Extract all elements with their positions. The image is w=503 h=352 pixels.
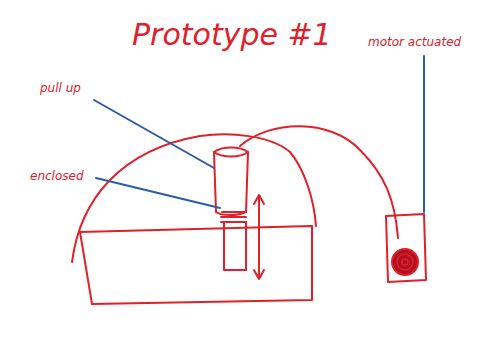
pull-up-cylinder (214, 148, 248, 216)
dome-outline (72, 134, 316, 262)
base-box (80, 226, 312, 304)
cylinder-rim (214, 152, 248, 157)
motor-box (386, 214, 426, 282)
leader-line (423, 56, 425, 212)
part-label: pull up (40, 82, 81, 95)
motion-arrow (258, 196, 260, 278)
motor-coil (392, 249, 418, 275)
arrow-heads (254, 195, 264, 279)
part-label: motor actuated (368, 36, 461, 49)
leader-line (96, 178, 220, 208)
enclosed-shaft (224, 222, 246, 270)
leader-line (94, 100, 214, 168)
cable (240, 126, 398, 238)
part-label: enclosed (30, 170, 84, 183)
sketch-title: Prototype #1 (132, 18, 332, 51)
enclosed-ridges (221, 212, 246, 222)
